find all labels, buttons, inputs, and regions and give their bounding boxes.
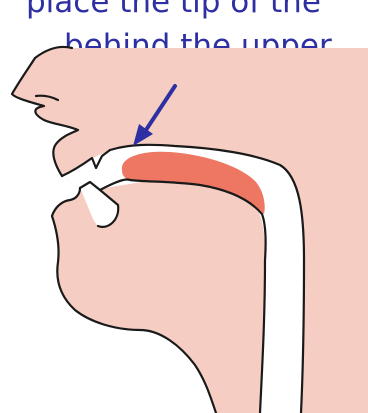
- caption-line-1: place the tip of the: [26, 0, 321, 20]
